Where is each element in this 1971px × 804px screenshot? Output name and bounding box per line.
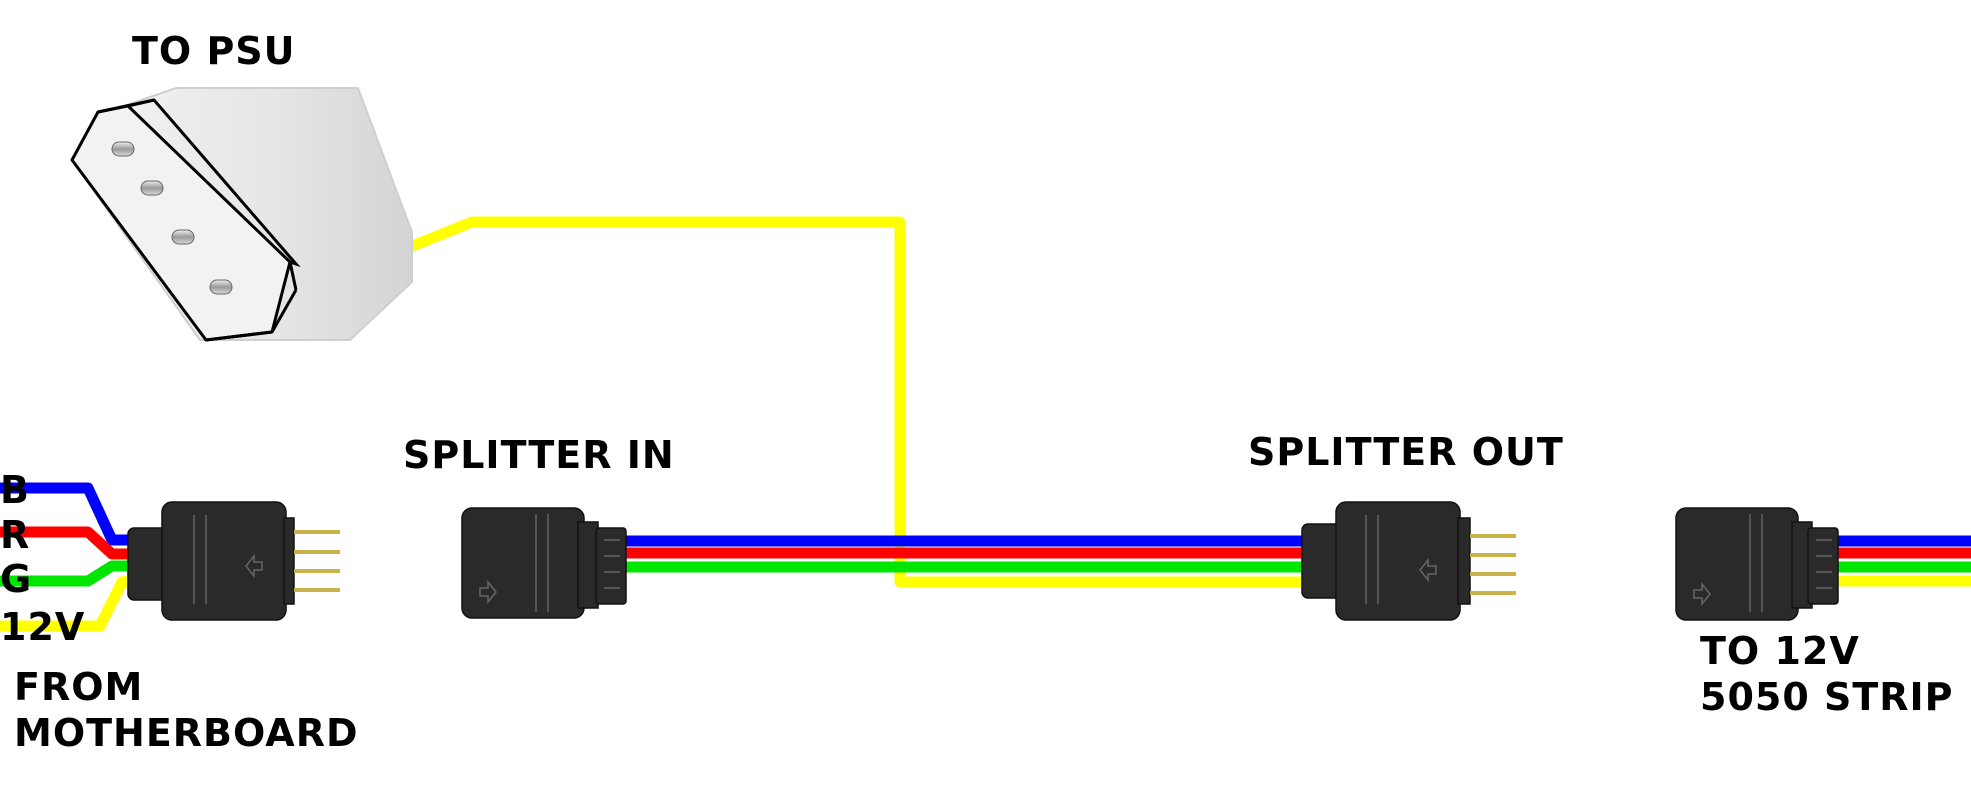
splitter-out-pins [1470, 534, 1516, 595]
label-wire-12v: 12V [0, 605, 85, 649]
label-splitter-out: SPLITTER OUT [1248, 430, 1564, 474]
motherboard-header-connector [127, 501, 340, 621]
label-to-strip-1: TO 12V [1700, 629, 1860, 673]
label-wire-g: G [0, 557, 32, 601]
splitter-in-connector [461, 507, 627, 619]
molex-pins [111, 141, 233, 295]
splitter-out-connector [1301, 501, 1516, 621]
strip-wires [1820, 535, 1971, 587]
label-to-psu: TO PSU [132, 29, 296, 73]
label-from-motherboard-1: FROM [14, 665, 143, 709]
header-pins [294, 530, 340, 592]
strip-connector [1675, 507, 1839, 621]
molex-connector [70, 87, 413, 342]
label-to-strip-2: 5050 STRIP [1700, 675, 1954, 719]
label-wire-r: R [0, 513, 30, 557]
splitter-wire-bundle [600, 535, 1330, 573]
label-splitter-in: SPLITTER IN [403, 433, 675, 477]
label-wire-b: B [0, 468, 30, 512]
label-from-motherboard-2: MOTHERBOARD [14, 711, 359, 755]
